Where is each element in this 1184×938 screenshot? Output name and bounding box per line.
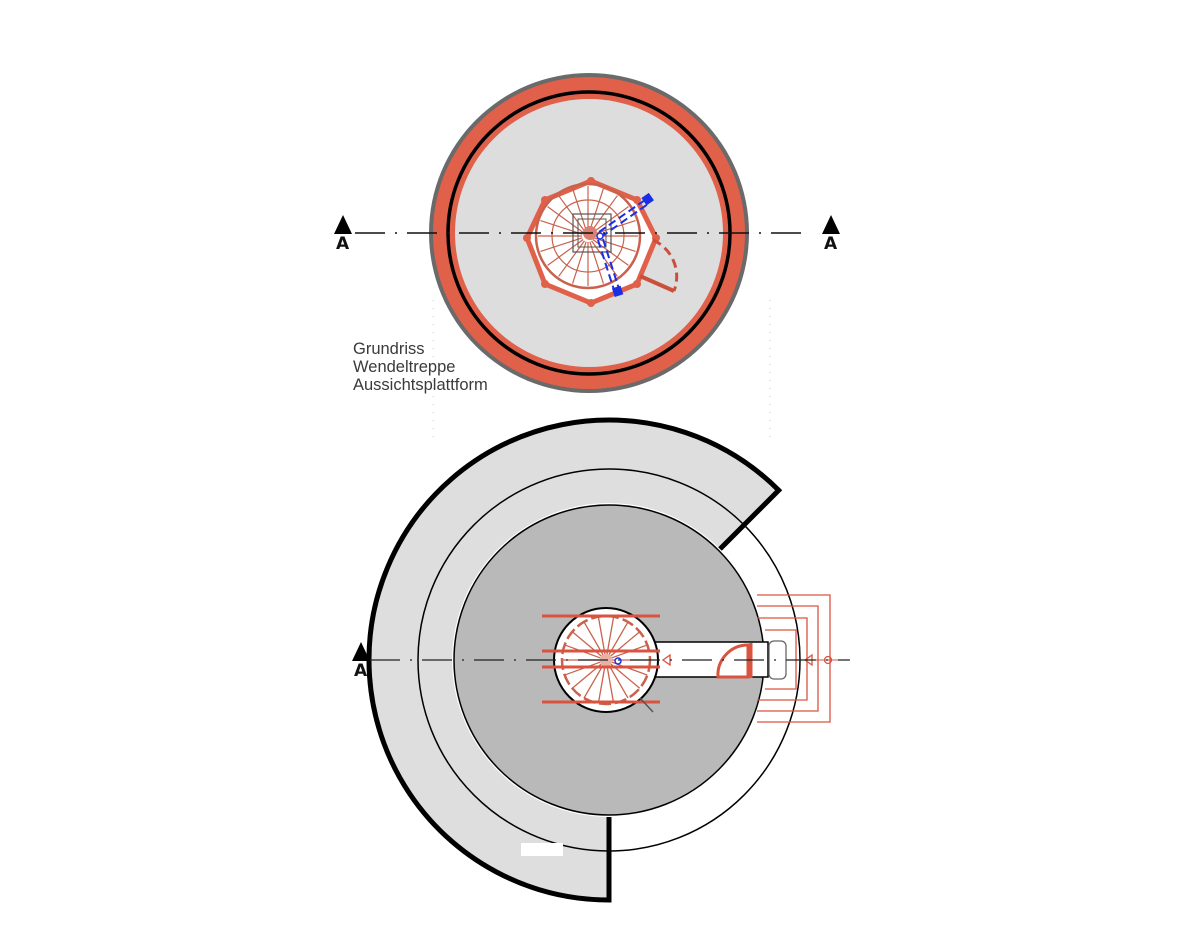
blue-pole-marker — [614, 657, 622, 665]
stair-tread — [540, 237, 583, 253]
outer-wall-arc — [366, 417, 783, 903]
stair-tread — [608, 621, 629, 656]
stair-tread — [597, 616, 606, 655]
door-swing-arc — [652, 238, 679, 292]
section-label-top-right: A — [824, 234, 838, 254]
ring-path-sector — [369, 420, 779, 900]
entrance-door — [716, 643, 750, 679]
caption-line-2: Wendeltreppe — [353, 358, 456, 376]
stair-tread — [583, 664, 604, 699]
stair-tread — [547, 239, 584, 266]
stair-tread — [589, 241, 605, 284]
stair-tread — [583, 621, 604, 656]
caption-line-1: Grundriss — [353, 340, 425, 358]
section-label-bottom-left: A — [354, 661, 368, 681]
bottom-ground-plan — [352, 417, 850, 903]
stair-tread — [591, 195, 618, 232]
caption-line-3: Aussichtsplattform — [353, 376, 488, 394]
section-label-top-left: A — [336, 234, 350, 254]
stair-tread — [547, 206, 584, 233]
stair-tread — [571, 241, 587, 284]
stair-tread — [589, 188, 605, 231]
stair-tread — [571, 188, 587, 231]
drawing-caption: Grundriss Wendeltreppe Aussichtsplattfor… — [353, 340, 488, 394]
stair-tread — [564, 661, 601, 676]
stair-beams — [542, 614, 660, 704]
door-leaf — [639, 274, 675, 293]
stair-tread — [597, 665, 606, 704]
label-blank — [521, 843, 563, 856]
stair-tread — [606, 665, 615, 704]
spiral-stair-outline — [534, 182, 642, 290]
top-platform-plan — [334, 73, 840, 393]
stair-tread — [608, 664, 629, 699]
stair-tread — [558, 195, 585, 232]
stair-tread — [593, 237, 636, 253]
doormat — [768, 640, 787, 680]
stair-tread — [540, 219, 583, 235]
section-marker-triangle-bottom — [352, 642, 370, 661]
stair-tread — [606, 616, 615, 655]
blue-support-arm — [597, 199, 649, 291]
section-marker-triangle-right — [822, 215, 840, 234]
section-marker-triangle-left — [334, 215, 352, 234]
